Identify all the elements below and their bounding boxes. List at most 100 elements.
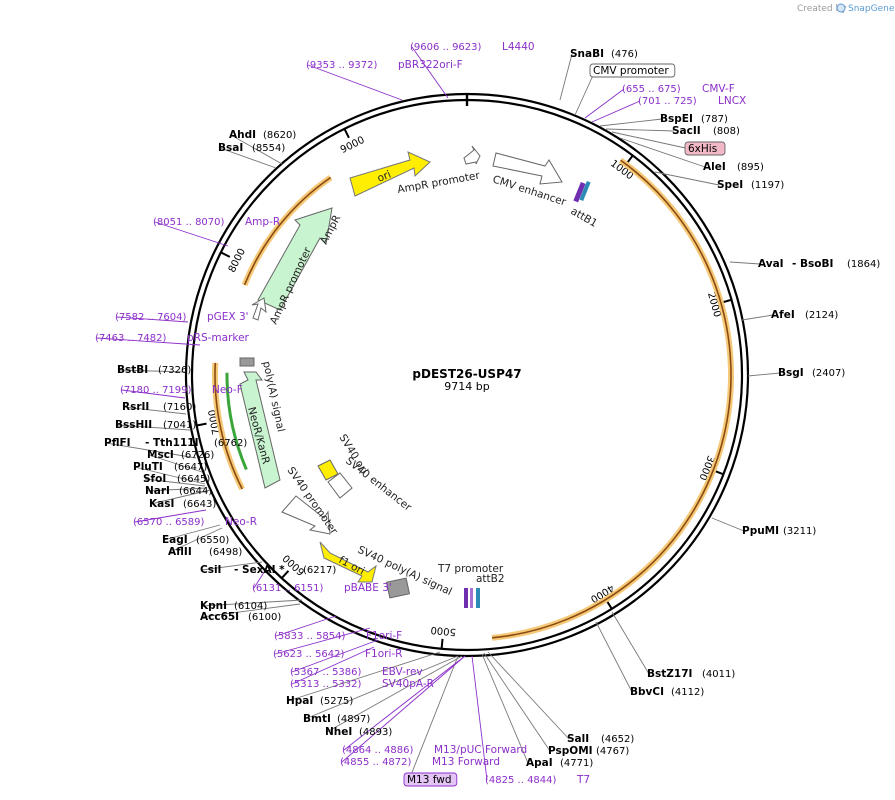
leader-line — [105, 442, 197, 459]
leader-line — [253, 565, 269, 589]
ori-feature: ori — [349, 151, 431, 197]
leader-line — [487, 651, 570, 740]
leader-line — [287, 651, 441, 702]
annotation-leaders — [96, 46, 781, 781]
annotation-name: PluTI — [133, 461, 163, 473]
annotation-name: PflFI — [104, 437, 131, 449]
annotation-name: pGEX 3' — [207, 311, 249, 323]
annotation-coords: (6550) — [196, 535, 229, 546]
leader-line — [599, 118, 663, 127]
ampr-promoter-top-label: AmpR promoter — [396, 170, 481, 196]
annotation-name: M13 Forward — [432, 756, 500, 768]
annotation-kasi: KasI (6643) — [149, 498, 216, 510]
leader-line — [169, 527, 223, 553]
annotation-coords: (7041) — [163, 420, 196, 431]
leader-line — [747, 372, 781, 377]
annotation-name: SfoI — [143, 473, 166, 485]
annotation-name: BsgI — [778, 367, 804, 379]
annotation-coords: (7180 .. 7199) — [120, 385, 192, 396]
leader-line — [123, 406, 187, 415]
leader-line — [343, 655, 466, 751]
annotation-name: SnaBI — [570, 48, 604, 60]
annotation-name: F1ori-F — [366, 630, 402, 642]
leader-line — [219, 147, 277, 169]
leader-line — [116, 316, 189, 323]
annotation-name: BmtI — [303, 713, 331, 725]
neor-orange-arc — [212, 362, 245, 491]
annotation-acc65i: Acc65I(6100) — [200, 611, 281, 623]
annotation-name: AfeI — [771, 309, 795, 321]
annotation-coords: (6104) — [234, 601, 267, 612]
annotation-coords: (4864 .. 4886) — [342, 745, 414, 756]
annotation-coords: (4652) — [601, 734, 634, 745]
annotation-coords: (5833 .. 5854) — [274, 631, 346, 642]
annotation-nhei: NheI(4893) — [325, 726, 392, 738]
annotation-name: BssHII — [115, 419, 152, 431]
annotation-neo-r: (6570 .. 6589)Neo-R — [133, 516, 257, 528]
annotation-coords: (1197) — [751, 180, 784, 191]
leader-line — [148, 454, 203, 473]
annotation-name: PpuMI — [742, 525, 779, 537]
annotation-name: PspOMI — [548, 745, 593, 757]
annotation-aflii: AflII(6498) — [168, 546, 242, 558]
leader-line — [605, 128, 675, 132]
annotation-coords: (8620) — [263, 130, 296, 141]
annotation-cmv-f: (655 .. 675)CMV-F — [622, 83, 735, 95]
annotation-coords: (6570 .. 6589) — [133, 517, 205, 528]
leader-line — [154, 221, 229, 247]
annotation-name: F1ori-R — [365, 648, 402, 660]
annotation-name: BstBI — [117, 364, 148, 376]
annotation-name: BbvCI — [630, 686, 664, 698]
annotation-coords: (7582 .. 7604) — [115, 312, 187, 323]
annotation-sv40pa-r: (5313 .. 5332)SV40pA-R — [290, 678, 434, 690]
ring-tick — [220, 251, 231, 258]
annotation-m13-forward: (4855 .. 4872)M13 Forward — [340, 756, 500, 768]
cmv-enhancer-feature: CMV enhancer — [491, 152, 568, 209]
annotation-ebv-rev: (5367 .. 5386)EBV-rev — [290, 666, 423, 678]
annotation-name: SpeI — [717, 179, 743, 191]
annotation-name: pBABE 3' — [344, 582, 392, 594]
leader-line — [559, 53, 573, 101]
annotation-coords: (8554) — [252, 143, 285, 154]
annotation-coords: (4011) — [702, 669, 735, 680]
ori-label: ori — [376, 169, 393, 185]
annotation-bstz17i: BstZ17I (4011) — [647, 668, 735, 680]
leader-line — [96, 337, 201, 346]
leader-line — [134, 466, 206, 485]
annotation-amp-r: (8051 .. 8070)Amp-R — [153, 216, 280, 228]
sv40-enhancer-label: SV40 enhancer — [343, 455, 414, 514]
annotation-name: BstZ17I — [647, 668, 692, 680]
annotation-coords: (701 .. 725) — [638, 96, 697, 107]
annotation-ppumi: PpuMI (3211) — [742, 525, 816, 537]
annotation-coords: (6498) — [209, 547, 242, 558]
ampr-orange-arc — [241, 175, 333, 287]
annotation-coords: (6131 .. 6151) — [252, 583, 324, 594]
annotation-labels: SnaBI(476)CMV promoter(655 .. 675)CMV-F(… — [95, 41, 880, 787]
leader-line — [611, 611, 650, 675]
annotation-coords: (6762) — [214, 438, 247, 449]
ring-tick — [343, 128, 350, 139]
annotation-coords: (6643) — [183, 499, 216, 510]
annotation-ahdi: AhdI(8620) — [229, 129, 296, 141]
leader-line — [134, 509, 207, 523]
annotation-coords: (5313 .. 5332) — [290, 679, 362, 690]
plasmid-length: 9714 bp — [444, 380, 489, 393]
annotation-f1ori-r: (5623 .. 5642)F1ori-R — [273, 648, 402, 660]
annotation-name: AvaI — [758, 258, 784, 270]
leader-line — [411, 46, 449, 99]
annotation-m13-puc-forward: (4864 .. 4886)M13/pUC Forward — [342, 744, 527, 756]
leader-line — [711, 517, 745, 532]
annotation-coords: (3211) — [783, 526, 816, 537]
annotation-name: KasI — [149, 498, 174, 510]
annotation-cmv-promoter: CMV promoter — [589, 63, 676, 78]
leader-line — [408, 655, 459, 781]
annotation-coords: (4112) — [671, 687, 704, 698]
brand-name: SnapGene — [848, 4, 895, 14]
leader-line — [116, 424, 191, 431]
annotation-bspei: BspEI(787) — [660, 113, 728, 125]
neor-green-arc — [225, 372, 248, 471]
annotation-name: ApaI — [526, 757, 553, 769]
annotation-name: M13 fwd — [407, 774, 452, 786]
annotation-f1ori-f: (5833 .. 5854) F1ori-F — [274, 630, 402, 642]
annotation-afei: AfeI(2124) — [771, 309, 838, 321]
